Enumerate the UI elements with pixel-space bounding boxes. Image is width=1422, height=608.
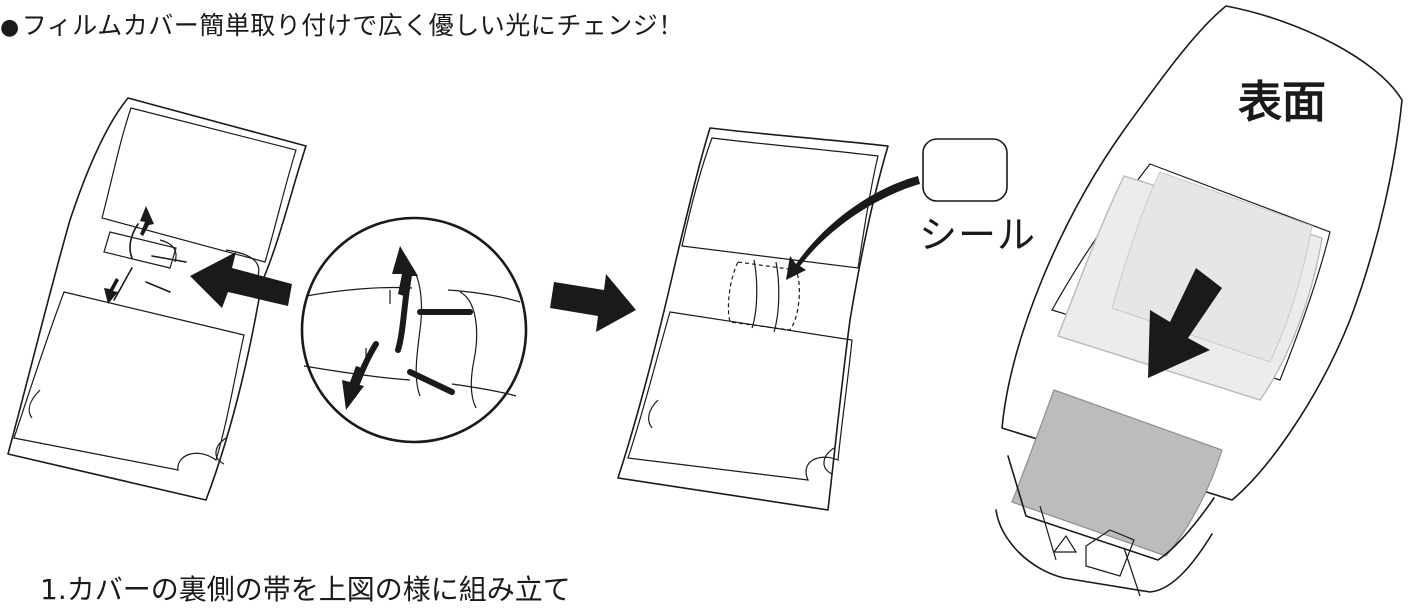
- front-label: 表面: [1238, 77, 1326, 128]
- arrow-curve-icon: [786, 176, 920, 280]
- step-1-text: 1.カバーの裏側の帯を上図の様に組み立て: [40, 573, 571, 606]
- bullet-icon: ●: [0, 15, 20, 40]
- seal-callout: [786, 138, 1008, 280]
- film-cover-back-unassembled: [7, 97, 307, 501]
- lamp-front-assembly: [995, 5, 1403, 597]
- arrow-down-icon: [1148, 268, 1222, 378]
- arrow-right-icon: [550, 274, 636, 332]
- strap-magnifier: [300, 216, 528, 444]
- heading: ●フィルムカバー簡単取り付けで広く優しい光にチェンジ！: [0, 6, 684, 42]
- seal-label: シール: [919, 213, 1037, 257]
- film-cover-back-assembled: [617, 127, 889, 511]
- heading-text: フィルムカバー簡単取り付けで広く優しい光にチェンジ！: [21, 11, 684, 40]
- arrow-left-icon: [190, 252, 292, 308]
